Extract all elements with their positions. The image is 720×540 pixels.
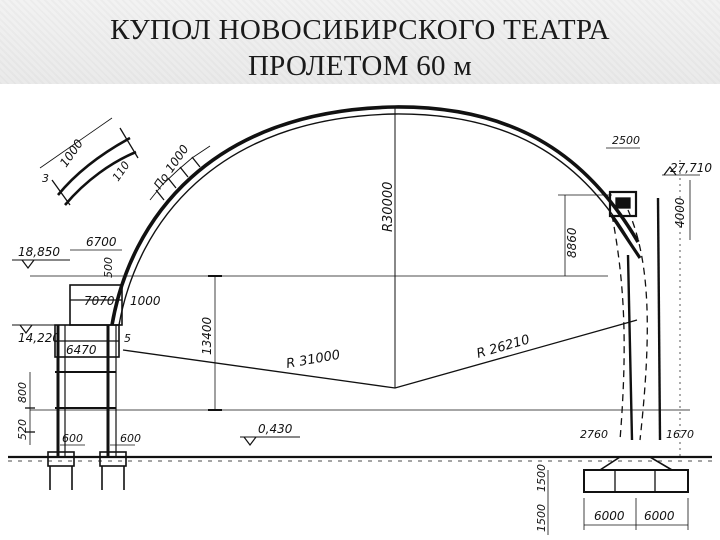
left-frame xyxy=(47,284,127,490)
label-800: 800 xyxy=(16,382,29,403)
label-4000: 4000 xyxy=(673,197,687,228)
label-2760: 2760 xyxy=(580,428,608,441)
label-1000: 1000 xyxy=(130,294,161,308)
title-line-1: КУПОЛ НОВОСИБИРСКОГО ТЕАТРА xyxy=(110,14,610,46)
label-elev-18850: 18,850 xyxy=(18,245,60,259)
ground-line xyxy=(8,455,712,462)
label-r30000: R30000 xyxy=(381,182,396,232)
label-6470: 6470 xyxy=(66,343,97,357)
label-r31000: R 31000 xyxy=(285,348,341,372)
rib-detail xyxy=(39,117,211,206)
label-1670: 1670 xyxy=(666,428,694,441)
label-1500-upper: 1500 xyxy=(535,464,548,492)
dimension-labels: R30000 R 31000 R 26210 По 1000 1000 110 … xyxy=(16,134,712,532)
label-6000-right: 6000 xyxy=(644,509,675,523)
right-foundation xyxy=(547,147,700,535)
label-8860: 8860 xyxy=(565,227,579,258)
label-5: 5 xyxy=(124,332,131,345)
label-elev-14220: 14,220 xyxy=(18,331,60,345)
label-2500: 2500 xyxy=(612,134,640,147)
radius-chords xyxy=(30,194,690,411)
right-shell-continuation xyxy=(608,160,681,460)
label-7070: 7070 xyxy=(84,294,115,308)
label-6000-left: 6000 xyxy=(594,509,625,523)
level-marks-left xyxy=(12,249,300,446)
title-band: КУПОЛ НОВОСИБИРСКОГО ТЕАТРА ПРОЛЕТОМ 60 … xyxy=(0,0,720,84)
label-1500-lower: 1500 xyxy=(535,504,548,532)
label-500: 500 xyxy=(102,257,115,278)
title-line-2: ПРОЛЕТОМ 60 м xyxy=(247,50,473,82)
label-520: 520 xyxy=(16,419,29,440)
dome-drawing: R30000 R 31000 R 26210 По 1000 1000 110 … xyxy=(8,105,712,535)
label-6700: 6700 xyxy=(86,235,117,249)
label-elev-27710: 27,710 xyxy=(670,161,712,175)
label-600-right: 600 xyxy=(120,432,141,445)
dome-shell xyxy=(110,105,640,388)
label-13400: 13400 xyxy=(200,316,214,355)
label-elev-0430: 0,430 xyxy=(258,422,293,436)
label-600-left: 600 xyxy=(62,432,83,445)
label-detail-3: 3 xyxy=(42,172,49,185)
